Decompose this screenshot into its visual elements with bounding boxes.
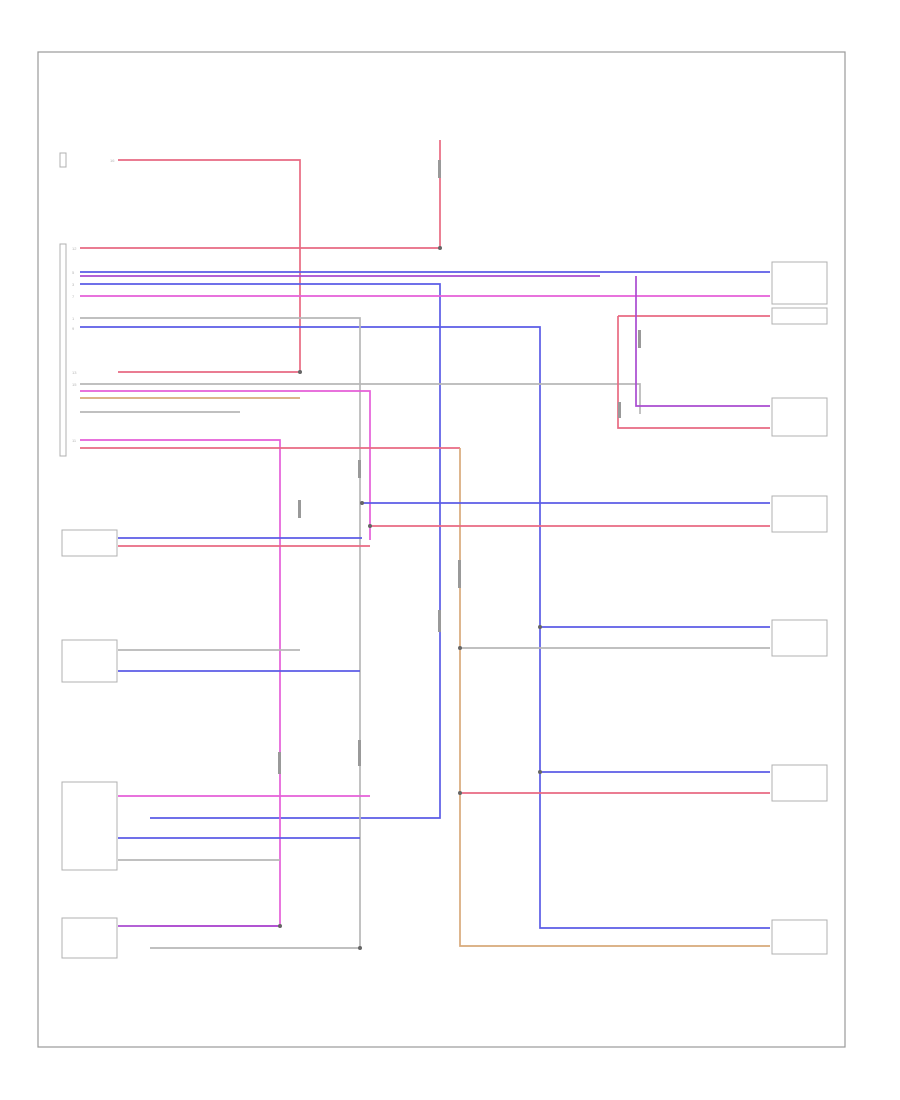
svg-text:15: 15 (72, 382, 77, 387)
wire-tag (298, 500, 301, 518)
connector-bcm-main: 12 5 3 7 1 9 13 15 11 (59, 243, 77, 457)
wire-tan-long (459, 448, 770, 947)
wire-grey-1 (80, 317, 361, 949)
wire-red-pcm-2 (617, 316, 770, 429)
splice-icon (360, 501, 364, 505)
connector-ecu-right (771, 397, 828, 437)
svg-text:5: 5 (72, 270, 75, 275)
wire-tag (638, 330, 641, 348)
wire-tag (438, 160, 441, 178)
svg-text:13: 13 (72, 370, 77, 375)
connector-wiper-right (771, 919, 828, 955)
splice-icon (458, 646, 462, 650)
svg-text:12: 12 (72, 246, 77, 251)
splice-icon (358, 946, 362, 950)
wire-red-ignition (118, 159, 301, 373)
wire-tag (458, 560, 461, 588)
wire-tag (438, 610, 441, 632)
splice-icon (458, 791, 462, 795)
connector-abs-right (771, 764, 828, 802)
svg-text:9: 9 (72, 326, 75, 331)
diagram-frame (37, 51, 846, 1048)
wire-pink-2 (80, 390, 371, 540)
splice-icon (438, 246, 442, 250)
svg-text:3: 3 (72, 282, 75, 287)
wire-pink-3 (80, 439, 281, 927)
wire-red-power (80, 140, 441, 249)
wire-tag (358, 460, 361, 478)
connector-ic (61, 781, 118, 871)
wire-blue-bus-2 (80, 283, 441, 819)
connector-speed-right (771, 619, 828, 657)
connector-steer-right (771, 495, 828, 533)
wire-tag (358, 740, 361, 766)
connector-tpms (61, 639, 118, 683)
svg-text:1: 1 (72, 316, 75, 321)
connector-tcm-right (771, 307, 828, 325)
wire-violet-pcm (635, 276, 770, 407)
wire-grey-2 (80, 383, 641, 414)
splice-icon (538, 625, 542, 629)
svg-text:7: 7 (72, 294, 75, 299)
splice-icon (368, 524, 372, 528)
connector-pcm-right (771, 261, 828, 305)
splice-icon (298, 370, 302, 374)
splice-icon (538, 770, 542, 774)
connector-top-left: 16 (59, 152, 115, 168)
splice-icon (278, 924, 282, 928)
svg-text:16: 16 (110, 158, 115, 163)
svg-text:11: 11 (72, 438, 77, 443)
wire-tag (618, 402, 621, 418)
connector-occ (61, 917, 118, 959)
wire-tag (278, 752, 281, 774)
connector-pats (61, 529, 118, 557)
